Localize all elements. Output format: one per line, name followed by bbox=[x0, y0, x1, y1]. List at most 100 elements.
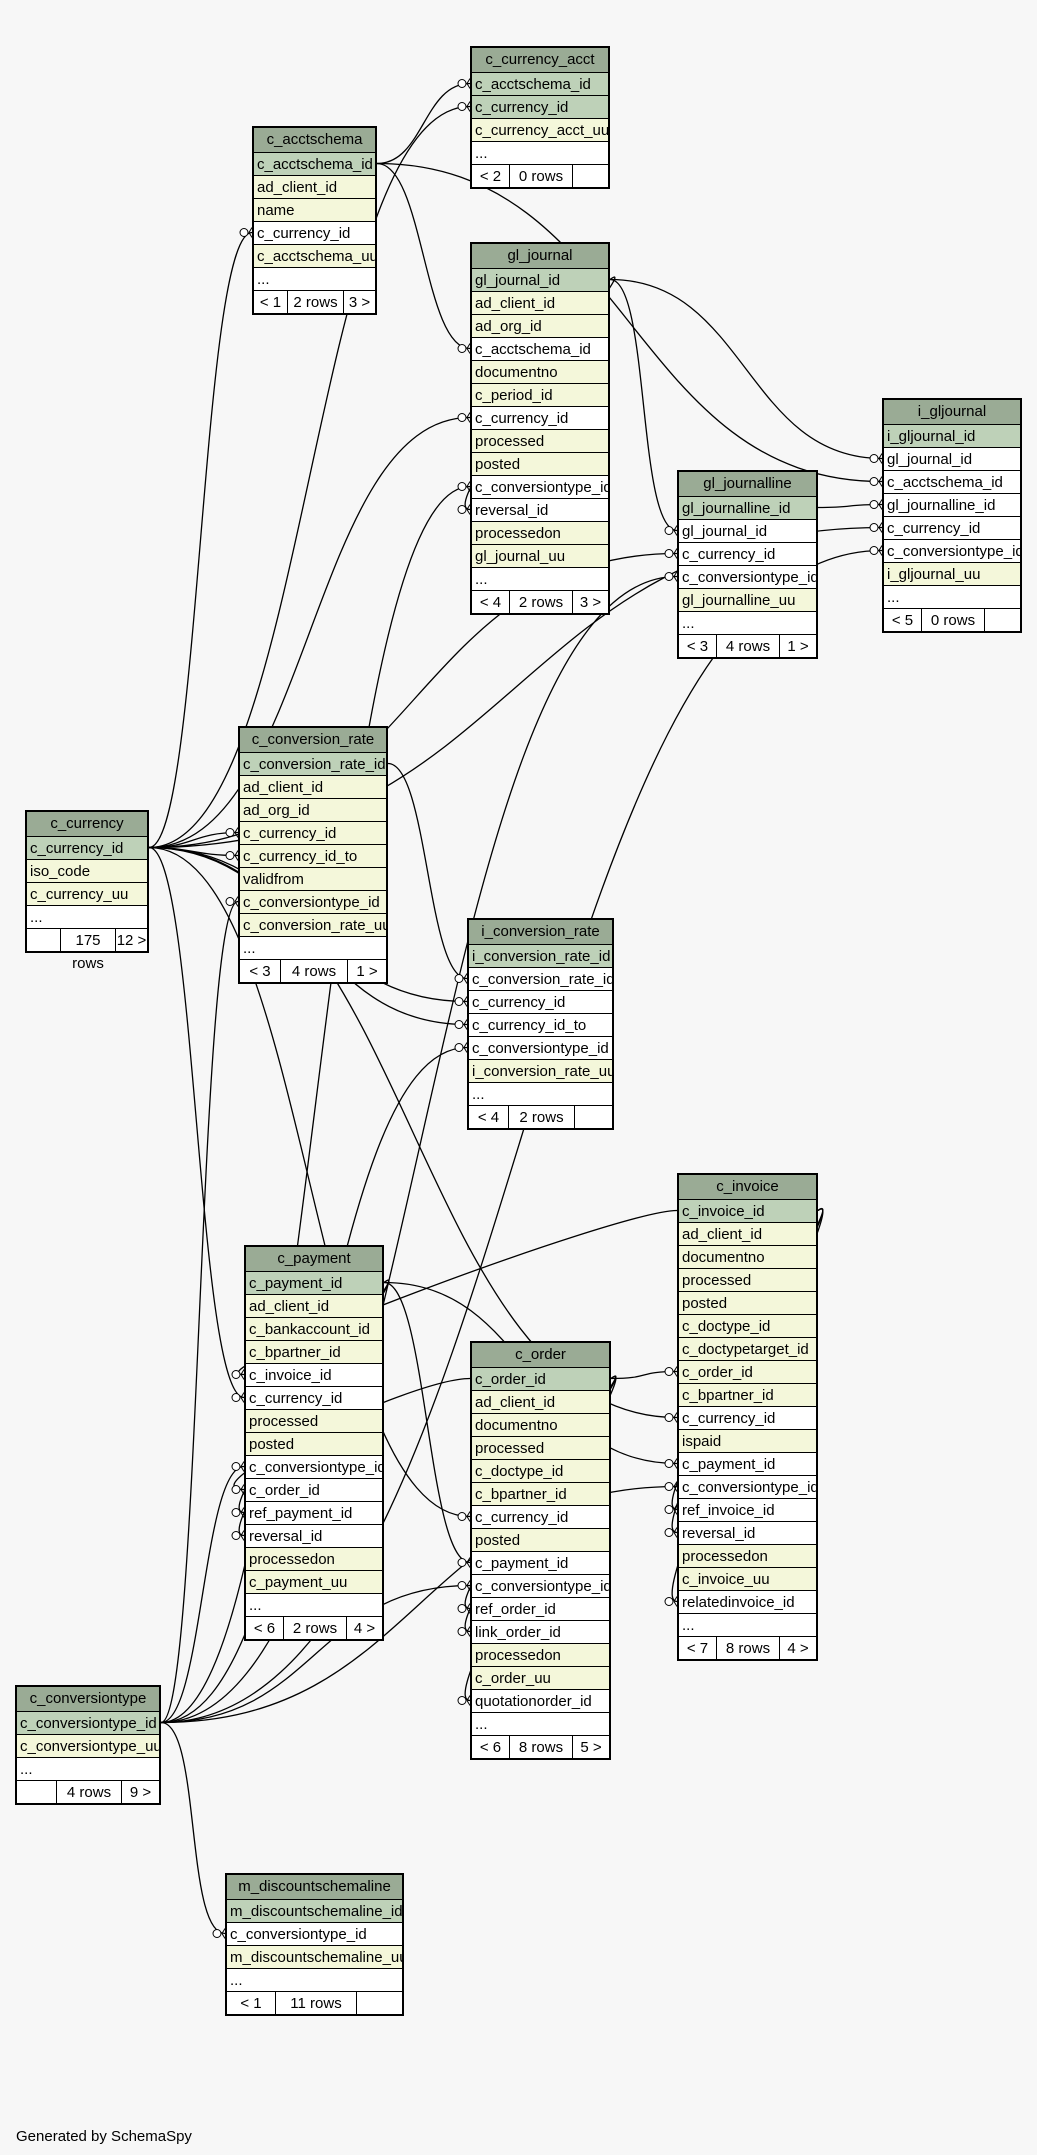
column-posted[interactable]: posted bbox=[472, 452, 608, 475]
column-quotationorder_id[interactable]: quotationorder_id bbox=[472, 1689, 609, 1712]
column-c_currency_id_to[interactable]: c_currency_id_to bbox=[469, 1013, 612, 1036]
column-c_acctschema_id[interactable]: c_acctschema_id bbox=[884, 470, 1020, 493]
column-c_conversiontype_id[interactable]: c_conversiontype_id bbox=[472, 1574, 609, 1597]
column-processed[interactable]: processed bbox=[679, 1268, 816, 1291]
column-i_conversion_rate_id[interactable]: i_conversion_rate_id bbox=[469, 944, 612, 967]
more-columns[interactable]: ... bbox=[27, 905, 147, 928]
column-c_conversiontype_id[interactable]: c_conversiontype_id bbox=[472, 475, 608, 498]
more-columns[interactable]: ... bbox=[254, 267, 375, 290]
more-columns[interactable]: ... bbox=[679, 1613, 816, 1636]
column-ref_invoice_id[interactable]: ref_invoice_id bbox=[679, 1498, 816, 1521]
column-c_doctype_id[interactable]: c_doctype_id bbox=[472, 1459, 609, 1482]
column-processedon[interactable]: processedon bbox=[246, 1547, 382, 1570]
column-m_discountschemaline_uu[interactable]: m_discountschemaline_uu bbox=[227, 1945, 402, 1968]
column-c_conversiontype_id[interactable]: c_conversiontype_id bbox=[227, 1922, 402, 1945]
column-c_currency_id_to[interactable]: c_currency_id_to bbox=[240, 844, 386, 867]
column-c_currency_id[interactable]: c_currency_id bbox=[240, 821, 386, 844]
column-c_acctschema_id[interactable]: c_acctschema_id bbox=[472, 72, 608, 95]
table-header[interactable]: c_currency_acct bbox=[472, 48, 608, 72]
column-c_currency_acct_uu[interactable]: c_currency_acct_uu bbox=[472, 118, 608, 141]
more-columns[interactable]: ... bbox=[227, 1968, 402, 1991]
column-c_currency_id[interactable]: c_currency_id bbox=[472, 406, 608, 429]
column-c_conversiontype_id[interactable]: c_conversiontype_id bbox=[240, 890, 386, 913]
column-c_doctypetarget_id[interactable]: c_doctypetarget_id bbox=[679, 1337, 816, 1360]
column-ref_order_id[interactable]: ref_order_id bbox=[472, 1597, 609, 1620]
column-ad_org_id[interactable]: ad_org_id bbox=[240, 798, 386, 821]
column-c_currency_uu[interactable]: c_currency_uu bbox=[27, 882, 147, 905]
column-c_invoice_id[interactable]: c_invoice_id bbox=[679, 1199, 816, 1222]
column-c_bpartner_id[interactable]: c_bpartner_id bbox=[246, 1340, 382, 1363]
column-c_bpartner_id[interactable]: c_bpartner_id bbox=[679, 1383, 816, 1406]
more-columns[interactable]: ... bbox=[469, 1082, 612, 1105]
column-posted[interactable]: posted bbox=[472, 1528, 609, 1551]
column-gl_journalline_id[interactable]: gl_journalline_id bbox=[884, 493, 1020, 516]
column-c_order_uu[interactable]: c_order_uu bbox=[472, 1666, 609, 1689]
column-c_conversiontype_id[interactable]: c_conversiontype_id bbox=[679, 565, 816, 588]
column-ad_client_id[interactable]: ad_client_id bbox=[240, 775, 386, 798]
more-columns[interactable]: ... bbox=[472, 567, 608, 590]
table-header[interactable]: c_acctschema bbox=[254, 128, 375, 152]
column-ad_org_id[interactable]: ad_org_id bbox=[472, 314, 608, 337]
column-c_currency_id[interactable]: c_currency_id bbox=[246, 1386, 382, 1409]
table-header[interactable]: c_invoice bbox=[679, 1175, 816, 1199]
column-c_currency_id[interactable]: c_currency_id bbox=[254, 221, 375, 244]
column-ref_payment_id[interactable]: ref_payment_id bbox=[246, 1501, 382, 1524]
column-c_period_id[interactable]: c_period_id bbox=[472, 383, 608, 406]
column-i_gljournal_id[interactable]: i_gljournal_id bbox=[884, 424, 1020, 447]
column-c_doctype_id[interactable]: c_doctype_id bbox=[679, 1314, 816, 1337]
table-header[interactable]: gl_journal bbox=[472, 244, 608, 268]
column-gl_journal_id[interactable]: gl_journal_id bbox=[679, 519, 816, 542]
column-ispaid[interactable]: ispaid bbox=[679, 1429, 816, 1452]
column-c_conversiontype_uu[interactable]: c_conversiontype_uu bbox=[17, 1734, 159, 1757]
table-header[interactable]: c_conversion_rate bbox=[240, 728, 386, 752]
column-c_order_id[interactable]: c_order_id bbox=[246, 1478, 382, 1501]
column-posted[interactable]: posted bbox=[246, 1432, 382, 1455]
column-c_acctschema_uu[interactable]: c_acctschema_uu bbox=[254, 244, 375, 267]
column-ad_client_id[interactable]: ad_client_id bbox=[246, 1294, 382, 1317]
column-i_conversion_rate_uu[interactable]: i_conversion_rate_uu bbox=[469, 1059, 612, 1082]
column-c_currency_id[interactable]: c_currency_id bbox=[27, 836, 147, 859]
more-columns[interactable]: ... bbox=[240, 936, 386, 959]
column-reversal_id[interactable]: reversal_id bbox=[246, 1524, 382, 1547]
column-c_conversion_rate_uu[interactable]: c_conversion_rate_uu bbox=[240, 913, 386, 936]
column-c_payment_id[interactable]: c_payment_id bbox=[679, 1452, 816, 1475]
column-c_acctschema_id[interactable]: c_acctschema_id bbox=[472, 337, 608, 360]
column-c_payment_uu[interactable]: c_payment_uu bbox=[246, 1570, 382, 1593]
column-ad_client_id[interactable]: ad_client_id bbox=[254, 175, 375, 198]
column-c_payment_id[interactable]: c_payment_id bbox=[472, 1551, 609, 1574]
more-columns[interactable]: ... bbox=[17, 1757, 159, 1780]
column-processed[interactable]: processed bbox=[472, 429, 608, 452]
column-processedon[interactable]: processedon bbox=[472, 521, 608, 544]
column-processedon[interactable]: processedon bbox=[679, 1544, 816, 1567]
column-m_discountschemaline_id[interactable]: m_discountschemaline_id bbox=[227, 1899, 402, 1922]
column-c_invoice_id[interactable]: c_invoice_id bbox=[246, 1363, 382, 1386]
column-documentno[interactable]: documentno bbox=[679, 1245, 816, 1268]
table-header[interactable]: c_currency bbox=[27, 812, 147, 836]
column-c_currency_id[interactable]: c_currency_id bbox=[472, 1505, 609, 1528]
column-reversal_id[interactable]: reversal_id bbox=[472, 498, 608, 521]
column-c_order_id[interactable]: c_order_id bbox=[679, 1360, 816, 1383]
column-c_currency_id[interactable]: c_currency_id bbox=[472, 95, 608, 118]
column-c_conversiontype_id[interactable]: c_conversiontype_id bbox=[679, 1475, 816, 1498]
column-iso_code[interactable]: iso_code bbox=[27, 859, 147, 882]
more-columns[interactable]: ... bbox=[472, 1712, 609, 1735]
table-header[interactable]: m_discountschemaline bbox=[227, 1875, 402, 1899]
table-header[interactable]: gl_journalline bbox=[679, 472, 816, 496]
column-validfrom[interactable]: validfrom bbox=[240, 867, 386, 890]
column-c_conversiontype_id[interactable]: c_conversiontype_id bbox=[246, 1455, 382, 1478]
column-c_currency_id[interactable]: c_currency_id bbox=[469, 990, 612, 1013]
column-c_conversiontype_id[interactable]: c_conversiontype_id bbox=[17, 1711, 159, 1734]
column-i_gljournal_uu[interactable]: i_gljournal_uu bbox=[884, 562, 1020, 585]
table-header[interactable]: c_order bbox=[472, 1343, 609, 1367]
column-c_currency_id[interactable]: c_currency_id bbox=[884, 516, 1020, 539]
